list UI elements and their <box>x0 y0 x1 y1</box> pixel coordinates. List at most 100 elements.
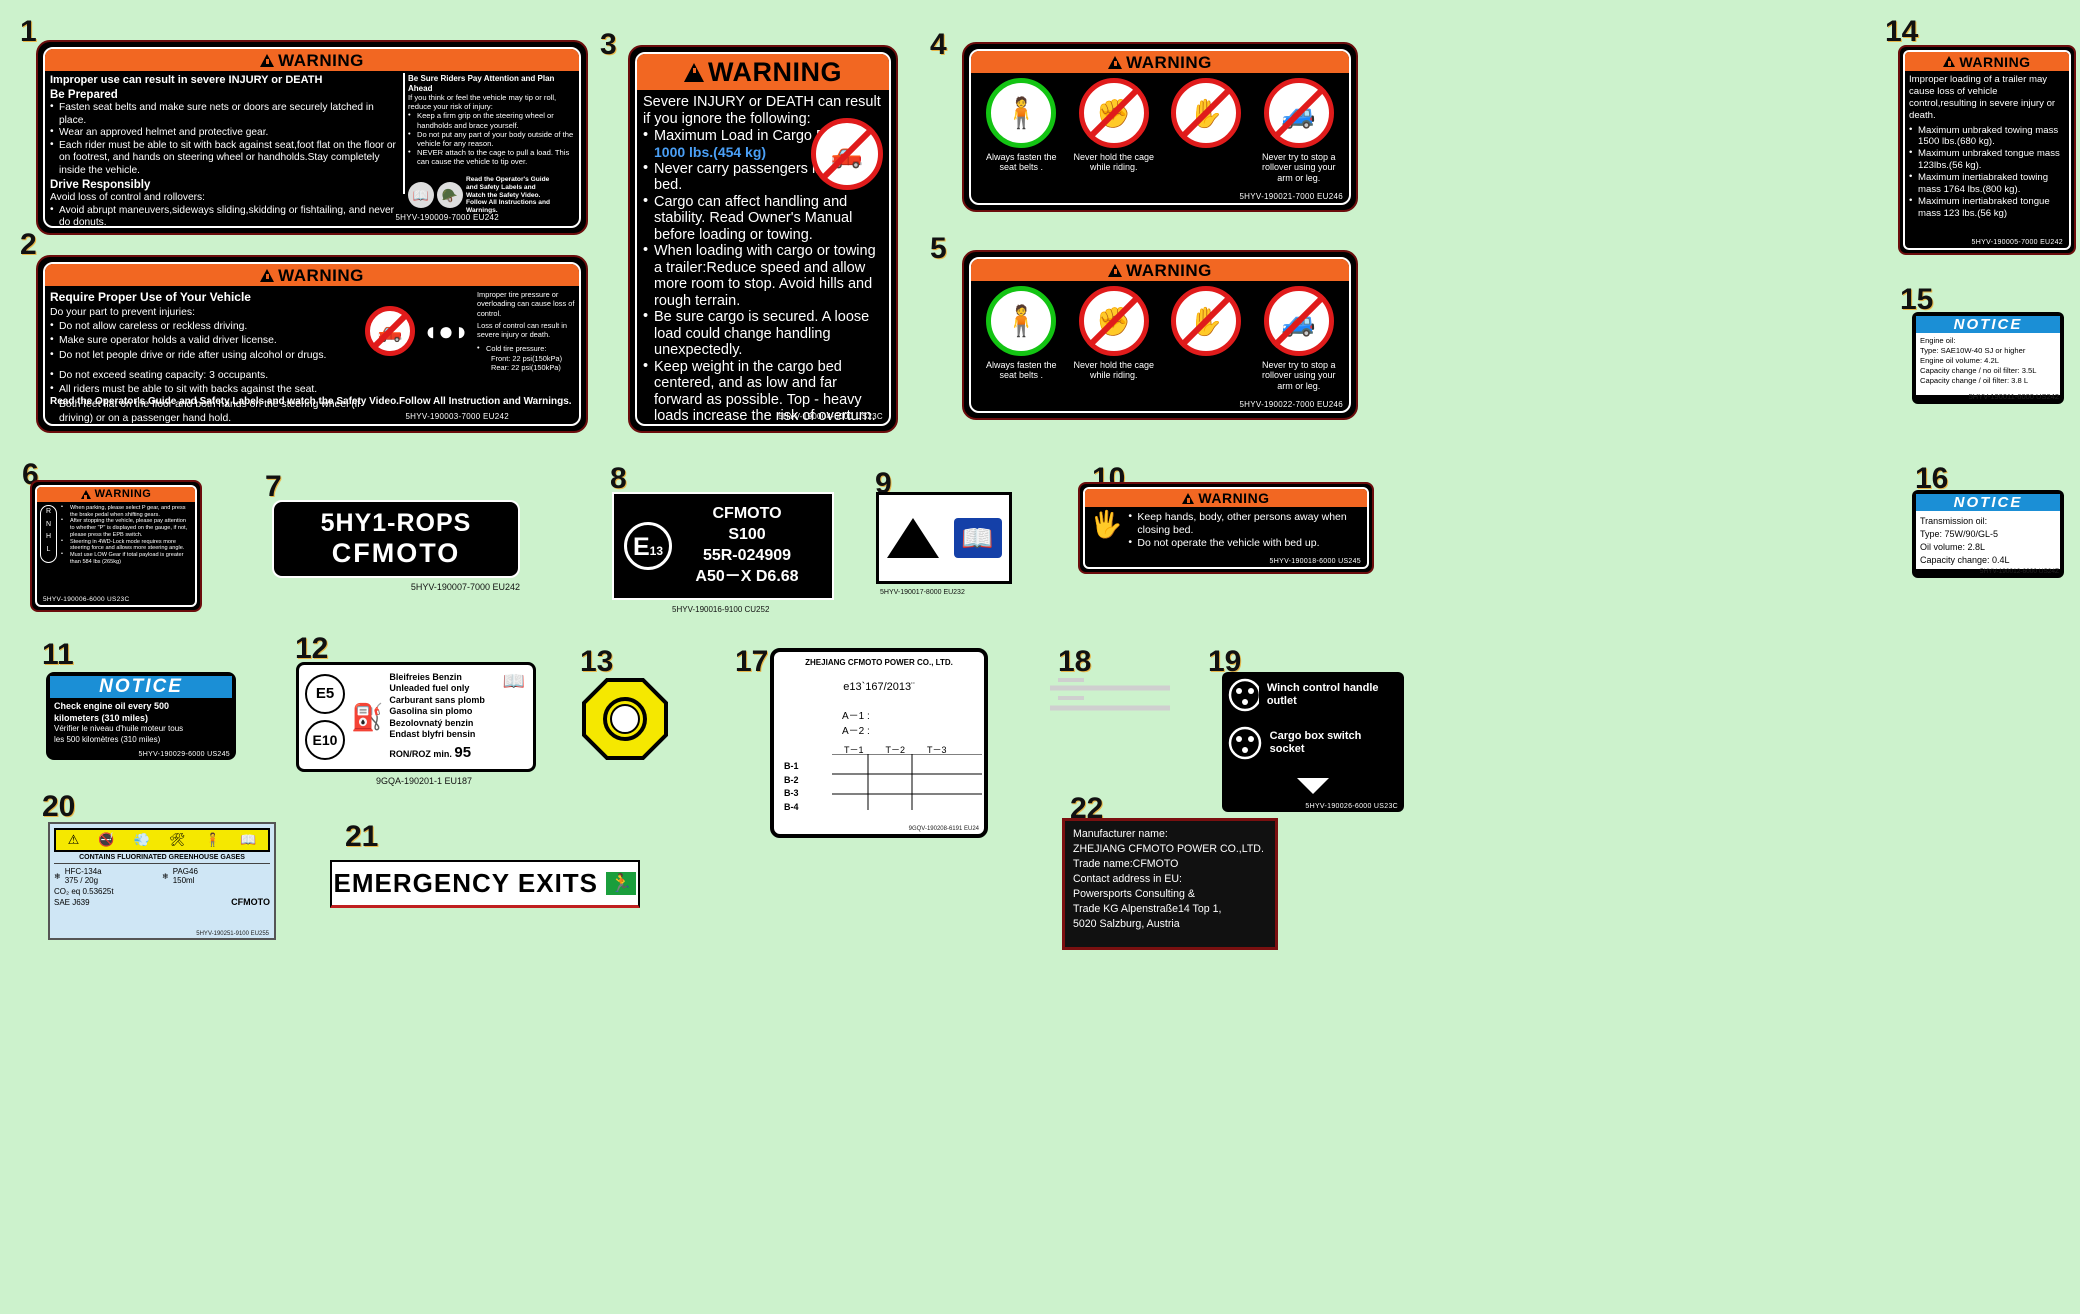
part-number: 5HYV-190012-6000 US24Z <box>1979 567 2059 575</box>
part-number: 5HYV-190009-7000 EU242 <box>395 213 499 222</box>
label2-footer: Read the Operator's Guide and Safety Lab… <box>50 396 572 407</box>
fgas-label-20[interactable]: ⚠ 🚭 💨 🛠 🧍 📖 CONTAINS FLUORINATED GREENHO… <box>48 822 276 940</box>
list-item: Do not let people drive or ride after us… <box>50 348 360 363</box>
label2-note: Both feet flat on the floor and both han… <box>59 398 360 425</box>
warning-triangle-icon <box>1943 56 1956 67</box>
notice-line: Check engine oil every 500 <box>54 700 170 711</box>
fgas-right-value: 150ml <box>172 876 195 885</box>
notice-line: les 500 kilomètres (310 miles) <box>54 734 161 744</box>
list-item: After stopping the vehicle, please pay a… <box>61 517 192 538</box>
list-item: Maximum inertiabraked towing mass 1764 l… <box>1909 171 2065 196</box>
warning-triangle-icon <box>684 62 704 82</box>
notice-line: Type: 75W/90/GL-5 <box>1920 529 1999 540</box>
list-item: Keep hands, body, other persons away whe… <box>1128 510 1362 537</box>
emark-model: S100 <box>728 526 766 544</box>
no-passenger-in-bed-icon: 🛻 <box>811 118 883 190</box>
warning-banner-text: WARNING <box>708 56 842 87</box>
fgas-icon-row: ⚠ 🚭 💨 🛠 🧍 📖 <box>54 828 270 852</box>
list-item: Steering in 4WD-Lock mode requires more … <box>61 537 192 552</box>
rops-label-7[interactable]: 5HY1-ROPS CFMOTO 5HYV-190007-7000 EU242 <box>272 500 520 592</box>
part-number: 5HYV-190029-6000 US245 <box>138 751 230 758</box>
list-item: Must use LOW Gear if total payload is gr… <box>61 551 192 565</box>
mfr-line: Trade KG Alpenstraße14 Top 1, <box>1073 903 1222 916</box>
label2-list1: Do not allow careless or reckless drivin… <box>50 319 360 363</box>
warning-label-14[interactable]: WARNING Improper loading of a trailer ma… <box>1898 45 2076 255</box>
part-number: 5HYV-190022-7000 EU246 <box>1239 400 1343 409</box>
warning-label-3[interactable]: WARNING Severe INJURY or DEATH can resul… <box>628 45 898 433</box>
socket-3pin-icon <box>1228 678 1259 712</box>
warning-label-6[interactable]: WARNING R N H L When parking, please sel… <box>30 480 202 612</box>
label2-right-text2: Loss of control can result in severe inj… <box>477 320 567 339</box>
vin-row: A－1 : <box>842 711 870 722</box>
list-item: Keep weight in the cargo bed centered, a… <box>643 358 883 424</box>
fuel-line: Bezolovnatý benzin <box>389 717 474 728</box>
notice-line: Engine oil: <box>1920 336 1956 346</box>
vin-plate-17[interactable]: ZHEJIANG CFMOTO POWER CO., LTD. e13`167/… <box>770 648 988 838</box>
gas-icon: 💨 <box>133 832 150 847</box>
warning-label-1[interactable]: WARNING Improper use can result in sever… <box>36 40 588 235</box>
helmet-icon: 🪖 <box>437 182 463 209</box>
warning-triangle-icon <box>1108 263 1123 277</box>
fgas-left-value: 375 / 20g <box>64 876 99 885</box>
label1-right-note: Read the Operator's Guide and Safety Lab… <box>466 176 551 215</box>
list-item: Avoid abrupt maneuvers,sideways sliding,… <box>50 204 398 226</box>
picto-caption: Never try to stop a rollover using your … <box>1261 360 1336 391</box>
notice-line: Oil volume: 2.8L <box>1920 541 1986 552</box>
socket-label-19[interactable]: Winch control handle outlet Cargo box sw… <box>1222 672 1404 812</box>
e5-badge: E5 <box>305 674 345 714</box>
manufacturer-label-22[interactable]: Manufacturer name: ZHEJIANG CFMOTO POWER… <box>1062 818 1278 950</box>
part-number: 9GQA-190201-1 EU187 <box>376 776 473 786</box>
warning-banner: WARNING <box>45 49 579 71</box>
warning-label-5[interactable]: WARNING 🧍 Always fasten the seat belts .… <box>962 250 1358 420</box>
rops-line1: 5HY1-ROPS <box>320 509 472 537</box>
list-item: When parking, please select P gear, and … <box>61 504 192 518</box>
fuel-line: Endast blyfri bensin <box>389 729 476 740</box>
manual-book-icon: 📖 <box>408 182 434 209</box>
warning-banner-text: WARNING <box>1126 260 1212 280</box>
octagon-shape <box>582 678 668 760</box>
label1-right-head: Be Sure Riders Pay Attention and Plan Ah… <box>408 74 555 93</box>
warning-label-4[interactable]: WARNING 🧍 Always fasten the seat belts .… <box>962 42 1358 212</box>
warning-banner-text: WARNING <box>1198 490 1270 506</box>
octagon-label-13[interactable] <box>582 678 668 760</box>
book-icon: 📖 <box>240 832 257 847</box>
label-number-17: 17 <box>735 645 769 678</box>
fuel-line: Unleaded fuel only <box>389 683 470 694</box>
notice-line: Engine oil volume: 4.2L <box>1920 356 1999 366</box>
list-item: Do not allow careless or reckless drivin… <box>50 319 360 334</box>
vin-col: T－1 <box>844 745 864 755</box>
warning-label-10[interactable]: WARNING 🖐 Keep hands, body, other person… <box>1078 482 1374 574</box>
exit-text: EMERGENCY EXITS <box>333 868 599 898</box>
fuel-label-12[interactable]: E5 E10 ⛽ Bleifreies Benzin Unleaded fuel… <box>296 662 536 786</box>
label2-front-pressure: Front: 22 psi(150kPa) <box>491 353 563 363</box>
gear-selector-icon: R N H L <box>40 505 57 563</box>
mfr-line: Contact address in EU: <box>1073 873 1182 886</box>
notice-line: kilometers (310 miles) <box>54 712 149 723</box>
mfr-line: Manufacturer name: <box>1073 828 1168 840</box>
tools-icon: 🛠 <box>169 832 186 847</box>
notice-line: Transmission oil: <box>1920 516 1988 527</box>
manual-label-9[interactable]: 📖 5HYV-190017-8000 EU232 <box>876 492 1012 596</box>
notice-line: Capacity change / no oil filter: 3.5L <box>1920 366 2037 376</box>
exit-label-21[interactable]: EMERGENCY EXITS 🏃 <box>330 860 640 908</box>
list-item: Do not exceed seating capacity: 3 occupa… <box>50 368 360 383</box>
mfr-line: Trade name:CFMOTO <box>1073 858 1179 871</box>
list-item: Fasten seat belts and make sure nets or … <box>50 101 398 127</box>
hand-grab-cage-icon: ✋ <box>1171 78 1242 148</box>
notice-label-11[interactable]: NOTICE Check engine oil every 500 kilome… <box>46 672 236 760</box>
label1-section2-list: Avoid abrupt maneuvers,sideways sliding,… <box>50 204 398 226</box>
label6-list: When parking, please select P gear, and … <box>57 504 192 565</box>
warning-banner-text: WARNING <box>1126 52 1212 72</box>
label-number-20: 20 <box>42 790 76 823</box>
part-number: 5HYV-190018-6000 US245 <box>1269 558 1361 565</box>
notice-line: Capacity change / oil filter: 3.8 L <box>1920 376 2029 386</box>
label-number-5: 5 <box>930 232 947 265</box>
notice-label-15[interactable]: NOTICE Engine oil: Type: SAE10W-40 SJ or… <box>1912 312 2064 404</box>
warning-banner-text: WARNING <box>278 50 364 70</box>
hand-grab-cage-icon: ✋ <box>1171 286 1242 356</box>
notice-label-16[interactable]: NOTICE Transmission oil: Type: 75W/90/GL… <box>1912 490 2064 578</box>
warning-label-2[interactable]: WARNING Require Proper Use of Your Vehic… <box>36 255 588 433</box>
triangle-mountain-icon <box>886 518 939 558</box>
